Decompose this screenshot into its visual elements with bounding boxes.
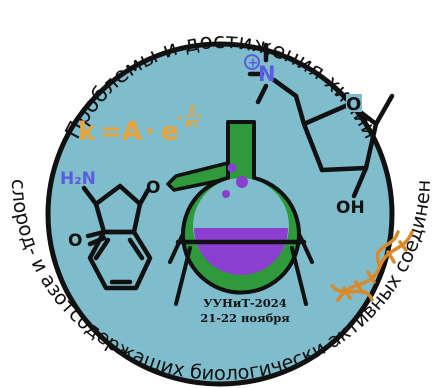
round-flask-icon [166, 120, 314, 306]
formula-exp-denominator: RT [185, 119, 199, 130]
ketone-left-label: O [68, 231, 82, 251]
aminosugar-molecule [247, 42, 395, 199]
formula-lhs: k [78, 117, 96, 147]
ketone-right-label: O [146, 178, 160, 198]
arrhenius-formula: k = A · e - E RT [78, 105, 202, 147]
event-dates: 21-22 ноября [200, 311, 290, 325]
event-name: УУНиТ-2024 [203, 296, 286, 310]
formula-exp-numerator: E [189, 105, 196, 116]
charge-sign: + [248, 56, 259, 71]
dna-helix-icon [330, 230, 414, 302]
formula-prefactor: A [122, 117, 142, 147]
formula-dot: · [145, 117, 155, 147]
hydroxyl-label: OH [336, 198, 365, 218]
amino-group-label: H₂N [60, 169, 96, 189]
aminoindanone-molecule [81, 183, 153, 291]
charge-circle [244, 54, 260, 70]
ring-oxygen-label: O [346, 94, 361, 115]
formula-exp-sign: - [176, 111, 181, 126]
formula-equals: = [100, 117, 122, 147]
formula-base: e [161, 117, 179, 147]
ring-o-gap [346, 94, 362, 112]
nitrogen-label: N [258, 62, 276, 86]
